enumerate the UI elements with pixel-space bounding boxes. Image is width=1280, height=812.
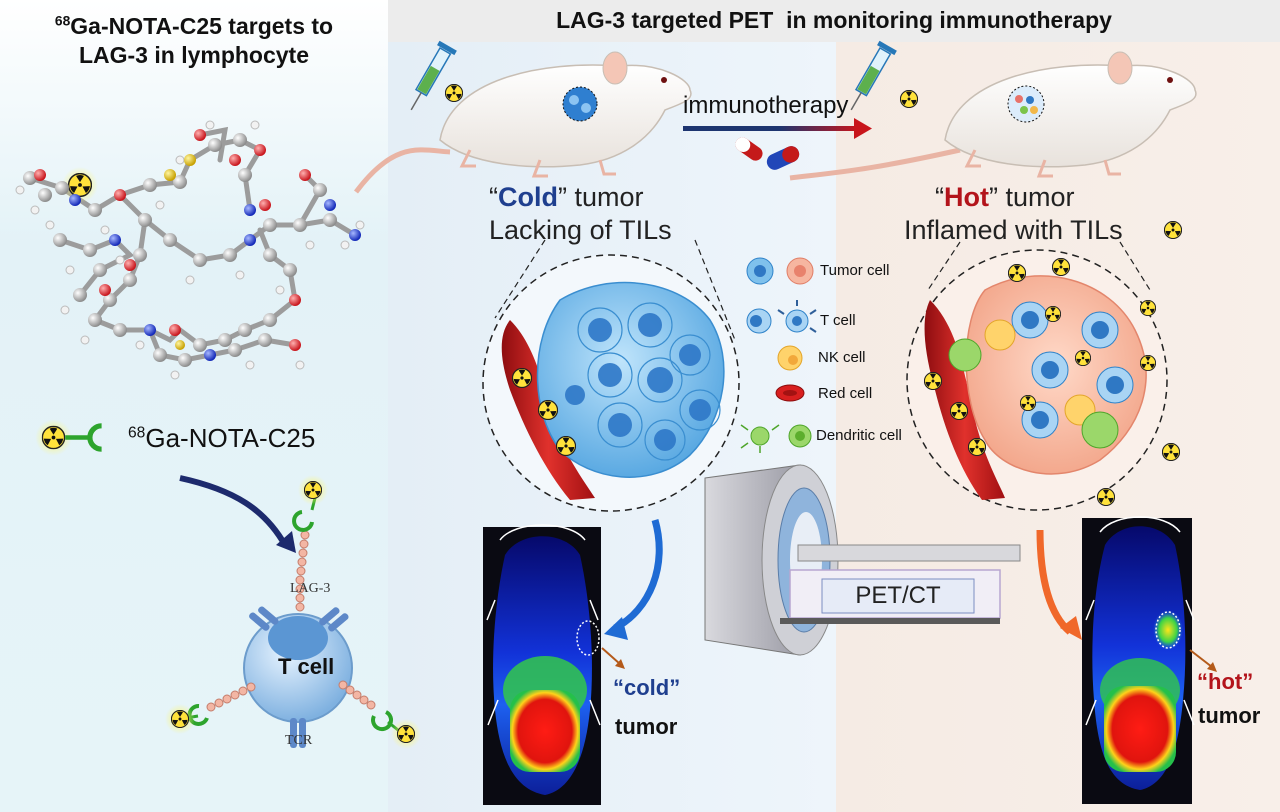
probe-name-label: 68Ga-NOTA-C25 — [128, 423, 315, 454]
molecule-atoms — [15, 120, 365, 380]
cold-curved-arrow — [613, 519, 663, 632]
hot-tumor-subheading: Inflamed with TILs — [904, 215, 1123, 245]
right-panel-title: LAG-3 targeted PET in monitoring immunot… — [556, 7, 1112, 33]
hot-close-quote: ” tumor — [988, 182, 1075, 212]
immunotherapy-label: immunotherapy — [683, 92, 849, 119]
hot-mouse — [789, 51, 1197, 181]
title-bar — [388, 0, 1280, 42]
hot-scan-word: “hot” — [1197, 669, 1254, 694]
hot-pet-scan — [1082, 516, 1195, 804]
cold-open-quote: “ — [489, 182, 498, 212]
probe-icon — [35, 419, 101, 455]
title-isotope-superscript: 68 — [54, 13, 71, 28]
left-title-line2: LAG-3 in lymphocyte — [78, 41, 310, 68]
cold-scan-word: “cold” — [613, 675, 681, 700]
lag3-label: LAG-3 — [290, 581, 331, 596]
radio-icon-hot-syringe — [900, 90, 918, 108]
left-title-line1: Ga-NOTA-C25 targets to — [70, 12, 334, 39]
cold-tumor-zoom — [482, 254, 740, 512]
binding-arrow — [179, 475, 288, 547]
legend-dendritic-cell: Dendritic cell — [816, 427, 902, 444]
tcr-label: TCR — [285, 733, 313, 748]
hot-scan-tumor: tumor — [1198, 703, 1261, 728]
probe-name-text: Ga-NOTA-C25 — [145, 423, 316, 453]
legend-t-cell: T cell — [820, 312, 856, 329]
hot-word: Hot — [944, 182, 989, 212]
syringe-hot — [850, 40, 897, 111]
left-panel-title: 68Ga-NOTA-C25 targets to LAG-3 in lympho… — [4, 6, 384, 70]
hot-tumor-heading: “Hot” tumor — [935, 182, 1075, 213]
pet-ct-scanner — [704, 464, 1021, 656]
hot-open-quote: “ — [935, 182, 944, 212]
probe-isotope-superscript: 68 — [128, 424, 146, 442]
pet-ct-label: PET/CT — [855, 582, 941, 609]
cold-tumor-heading: “Cold” tumor — [489, 182, 644, 213]
hot-curved-arrow — [1036, 529, 1073, 635]
legend-red-cell: Red cell — [818, 385, 873, 402]
cold-close-quote: ” tumor — [558, 182, 644, 212]
drug-capsules — [735, 137, 800, 170]
cold-tumor-subheading: Lacking of TILs — [489, 215, 672, 245]
radio-icon-cold-syringe — [445, 84, 463, 102]
immunotherapy-arrow — [683, 126, 858, 131]
legend-icons — [740, 257, 817, 453]
legend-nk-cell: NK cell — [818, 349, 866, 366]
cold-word: Cold — [498, 182, 558, 212]
cold-pet-scan — [483, 524, 601, 805]
cold-scan-tumor: tumor — [615, 714, 678, 739]
syringe-cold — [410, 40, 457, 111]
legend-tumor-cell: Tumor cell — [820, 262, 890, 279]
cold-mouse — [354, 51, 692, 194]
t-cell-schematic — [165, 475, 421, 749]
t-cell-label: T cell — [278, 654, 335, 679]
hot-tumor-zoom — [906, 221, 1182, 511]
